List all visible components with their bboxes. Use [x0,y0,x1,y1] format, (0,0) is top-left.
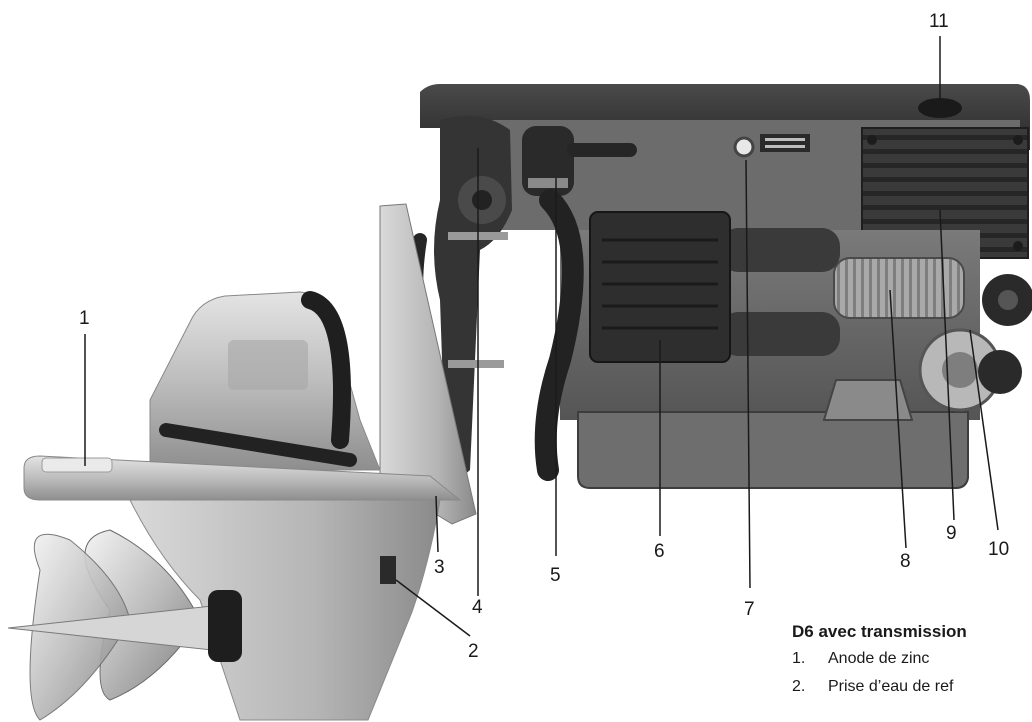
zinc-anode [41,457,113,473]
legend-item-number: 1. [792,650,806,667]
callout-9: 9 [946,523,957,544]
oil-sump [577,411,969,489]
legend-item: 1. Anode de zinc [792,650,1032,668]
callout-10: 10 [988,539,1010,560]
legend-item-number: 2. [792,678,806,695]
water-intake [380,556,396,584]
legend-title: D6 avec transmission [792,622,967,641]
filler-cap [918,98,962,118]
legend-item: 2. Prise d’eau de ref [792,678,1032,696]
callout-7: 7 [744,599,755,620]
air-filter-housing [589,211,731,363]
sensor-port [733,136,755,158]
cavitation-plate [23,455,462,501]
prop-hub [208,590,242,662]
callout-6: 6 [654,541,665,562]
transom-plate [379,203,477,525]
compressor [833,257,965,319]
drive-lower-leg [129,499,441,721]
callout-5: 5 [550,565,561,586]
legend: D6 avec transmission 1. Anode de zinc 2.… [792,622,1032,706]
legend-item-text: Anode de zinc [828,650,930,667]
callout-2: 2 [468,641,479,662]
callout-8: 8 [900,551,911,572]
callout-3: 3 [434,557,445,578]
legend-item-text: Prise d’eau de ref [828,678,954,695]
callout-1: 1 [79,308,90,329]
leader-lines [84,36,999,637]
callout-4: 4 [472,597,483,618]
callout-11: 11 [929,11,949,32]
